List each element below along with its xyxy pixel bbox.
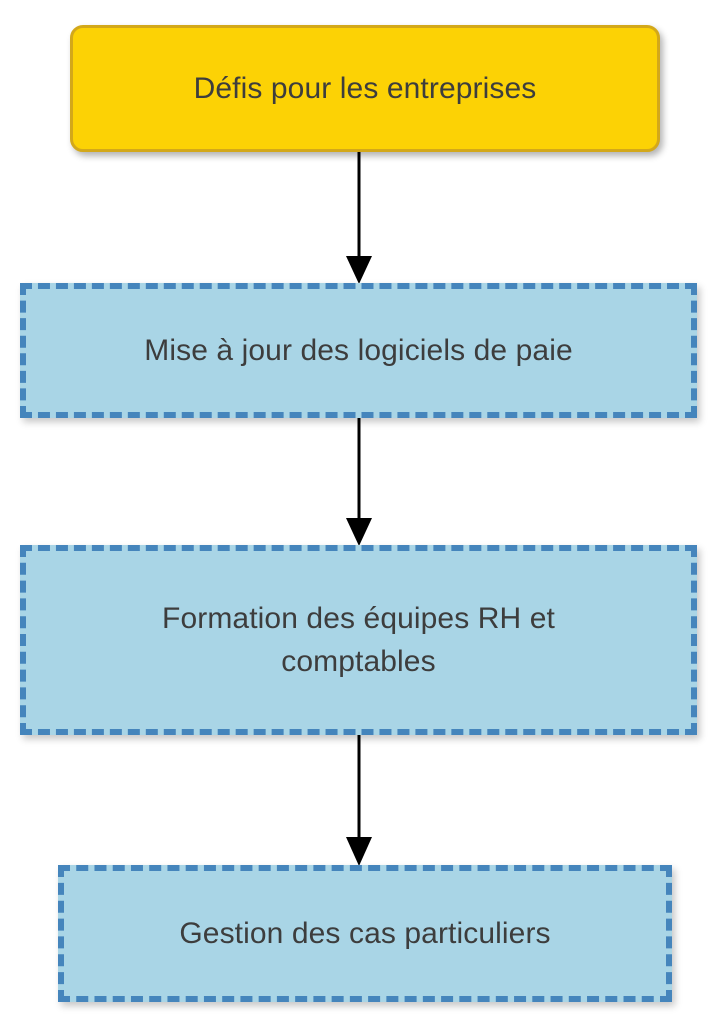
connector-step2-to-step3 — [329, 733, 389, 868]
flow-node-step2-label: Formation des équipes RH et comptables — [162, 601, 555, 679]
flow-node-start-label: Défis pour les entreprises — [193, 71, 537, 105]
flow-node-step3-label: Gestion des cas particuliers — [179, 916, 551, 950]
flow-node-step1[interactable]: Mise à jour des logiciels de paie — [20, 283, 697, 418]
flow-node-step3[interactable]: Gestion des cas particuliers — [58, 865, 672, 1002]
flow-node-start[interactable]: Défis pour les entreprises — [70, 25, 660, 152]
connector-start-to-step1 — [329, 150, 389, 286]
connector-step1-to-step2 — [329, 416, 389, 548]
flow-node-step1-label: Mise à jour des logiciels de paie — [144, 333, 573, 367]
flow-node-step2[interactable]: Formation des équipes RH et comptables — [20, 545, 697, 735]
